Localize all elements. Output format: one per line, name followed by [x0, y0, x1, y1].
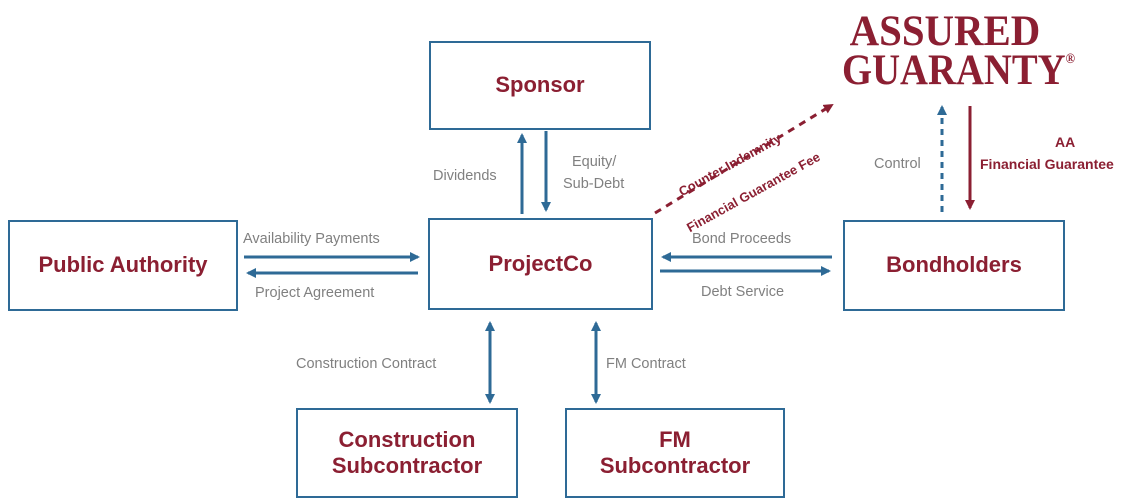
- construction-contract-label: Construction Contract: [296, 356, 437, 372]
- projectco-box: ProjectCo: [428, 218, 653, 310]
- construction-label-line-2: Subcontractor: [331, 453, 483, 478]
- debt-service-label: Debt Service: [701, 284, 785, 300]
- control-label: Control: [874, 156, 921, 172]
- logo-line-2: GUARANTY®: [842, 47, 1075, 94]
- bond-proceeds-label: Bond Proceeds: [692, 231, 792, 247]
- fm-label-line-2: Subcontractor: [599, 453, 751, 478]
- construction-subcontractor-box: Construction Subcontractor: [296, 408, 518, 498]
- bondholders-box: Bondholders: [843, 220, 1065, 311]
- counter-indemnity-arrow: [654, 103, 834, 215]
- public-authority-box: Public Authority: [8, 220, 238, 311]
- fm-label-line-1: FM: [659, 426, 691, 452]
- bondholders-label: Bondholders: [886, 252, 1022, 278]
- aa-label: AA: [1055, 134, 1076, 150]
- fm-contract-label: FM Contract: [606, 356, 686, 372]
- sponsor-box: Sponsor: [429, 41, 651, 130]
- projectco-label: ProjectCo: [488, 250, 593, 276]
- registered-mark: ®: [1065, 52, 1076, 67]
- dividends-label: Dividends: [433, 168, 497, 184]
- assured-guaranty-logo: ASSURED GUARANTY®: [842, 10, 1092, 92]
- equity-label-line-2: Sub-Debt: [563, 176, 625, 192]
- project-agreement-label: Project Agreement: [255, 285, 375, 301]
- financial-guarantee-label: Financial Guarantee: [980, 156, 1114, 172]
- logo-line-2-text: GUARANTY: [842, 47, 1066, 94]
- public-authority-label: Public Authority: [38, 252, 208, 278]
- sponsor-label: Sponsor: [495, 72, 585, 98]
- construction-label-line-1: Construction: [338, 426, 476, 452]
- fm-subcontractor-box: FM Subcontractor: [565, 408, 785, 498]
- equity-label-line-1: Equity/: [572, 154, 617, 170]
- availability-payments-label: Availability Payments: [243, 231, 380, 247]
- logo-line-1: ASSURED: [849, 8, 1041, 55]
